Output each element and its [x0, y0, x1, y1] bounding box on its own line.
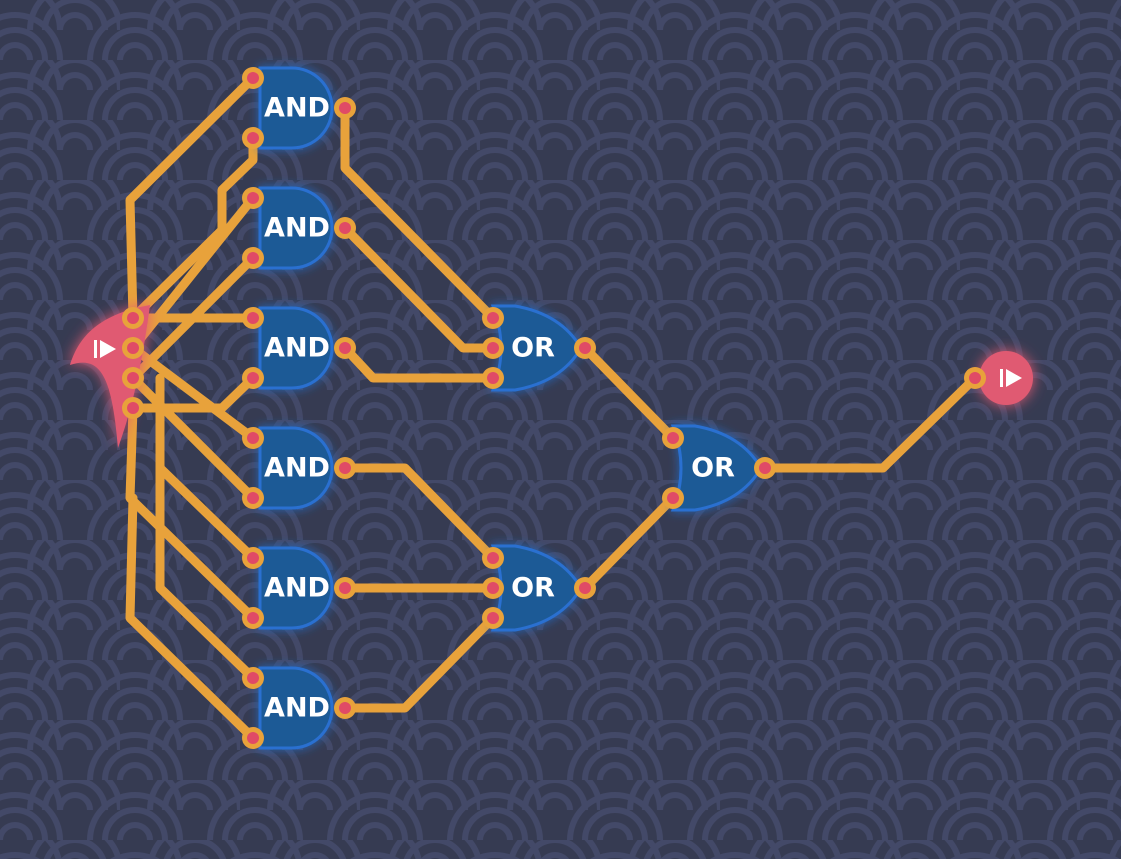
- wire: [128, 133, 258, 323]
- pin-dot: [247, 72, 259, 84]
- pin-dot: [247, 432, 259, 444]
- wire: [155, 463, 258, 683]
- pin-dot: [247, 192, 259, 204]
- gate-label: AND: [264, 573, 330, 604]
- gate-label: AND: [264, 213, 330, 244]
- pin-dot: [247, 312, 259, 324]
- pin-dot: [339, 342, 351, 354]
- pin-dot: [127, 342, 139, 354]
- pin-dot: [579, 582, 591, 594]
- and-gate[interactable]: [258, 186, 334, 270]
- pin-dot: [247, 612, 259, 624]
- pin-dot: [127, 402, 139, 414]
- wire: [340, 103, 498, 323]
- pin-dot: [667, 432, 679, 444]
- gate-label: AND: [264, 93, 330, 124]
- pin-dot: [969, 372, 981, 384]
- pin-dot: [127, 372, 139, 384]
- pin-dot: [339, 702, 351, 714]
- gate-label: AND: [264, 693, 330, 724]
- pin-dot: [487, 312, 499, 324]
- pin-dot: [579, 342, 591, 354]
- wire: [760, 373, 980, 473]
- pin-dot: [667, 492, 679, 504]
- pin-dot: [127, 312, 139, 324]
- pin-dot: [487, 612, 499, 624]
- pin-dot: [339, 462, 351, 474]
- wire: [580, 343, 678, 443]
- wire: [340, 343, 498, 383]
- wire: [580, 493, 678, 593]
- pin-dot: [487, 552, 499, 564]
- wire: [128, 343, 258, 443]
- wire: [125, 73, 258, 323]
- wire: [128, 373, 258, 503]
- pin-dot: [247, 372, 259, 384]
- gate-label: AND: [264, 333, 330, 364]
- and-gate[interactable]: [258, 426, 334, 510]
- pin-dot: [339, 582, 351, 594]
- gate-label: OR: [511, 333, 555, 364]
- play-icon: [94, 340, 116, 358]
- pin-dot: [487, 582, 499, 594]
- gate-label: AND: [264, 453, 330, 484]
- pin-dot: [487, 372, 499, 384]
- and-gate[interactable]: [258, 546, 334, 630]
- and-gate[interactable]: [258, 666, 334, 750]
- pin-dot: [247, 252, 259, 264]
- pins: [122, 67, 986, 749]
- pin-dot: [339, 102, 351, 114]
- play-icon: [1000, 369, 1022, 387]
- wire: [340, 613, 498, 713]
- pin-dot: [339, 222, 351, 234]
- pin-dot: [247, 732, 259, 744]
- and-gate[interactable]: [258, 306, 334, 390]
- pin-dot: [247, 552, 259, 564]
- pin-dot: [487, 342, 499, 354]
- and-gate[interactable]: [258, 66, 334, 150]
- wire: [128, 193, 258, 353]
- pin-dot: [247, 492, 259, 504]
- wire: [125, 493, 258, 743]
- pin-dot: [759, 462, 771, 474]
- or-gate[interactable]: [670, 424, 763, 512]
- pin-dot: [247, 672, 259, 684]
- gate-label: OR: [511, 573, 555, 604]
- pin-dot: [247, 132, 259, 144]
- gate-label: OR: [691, 453, 735, 484]
- wire: [340, 463, 498, 563]
